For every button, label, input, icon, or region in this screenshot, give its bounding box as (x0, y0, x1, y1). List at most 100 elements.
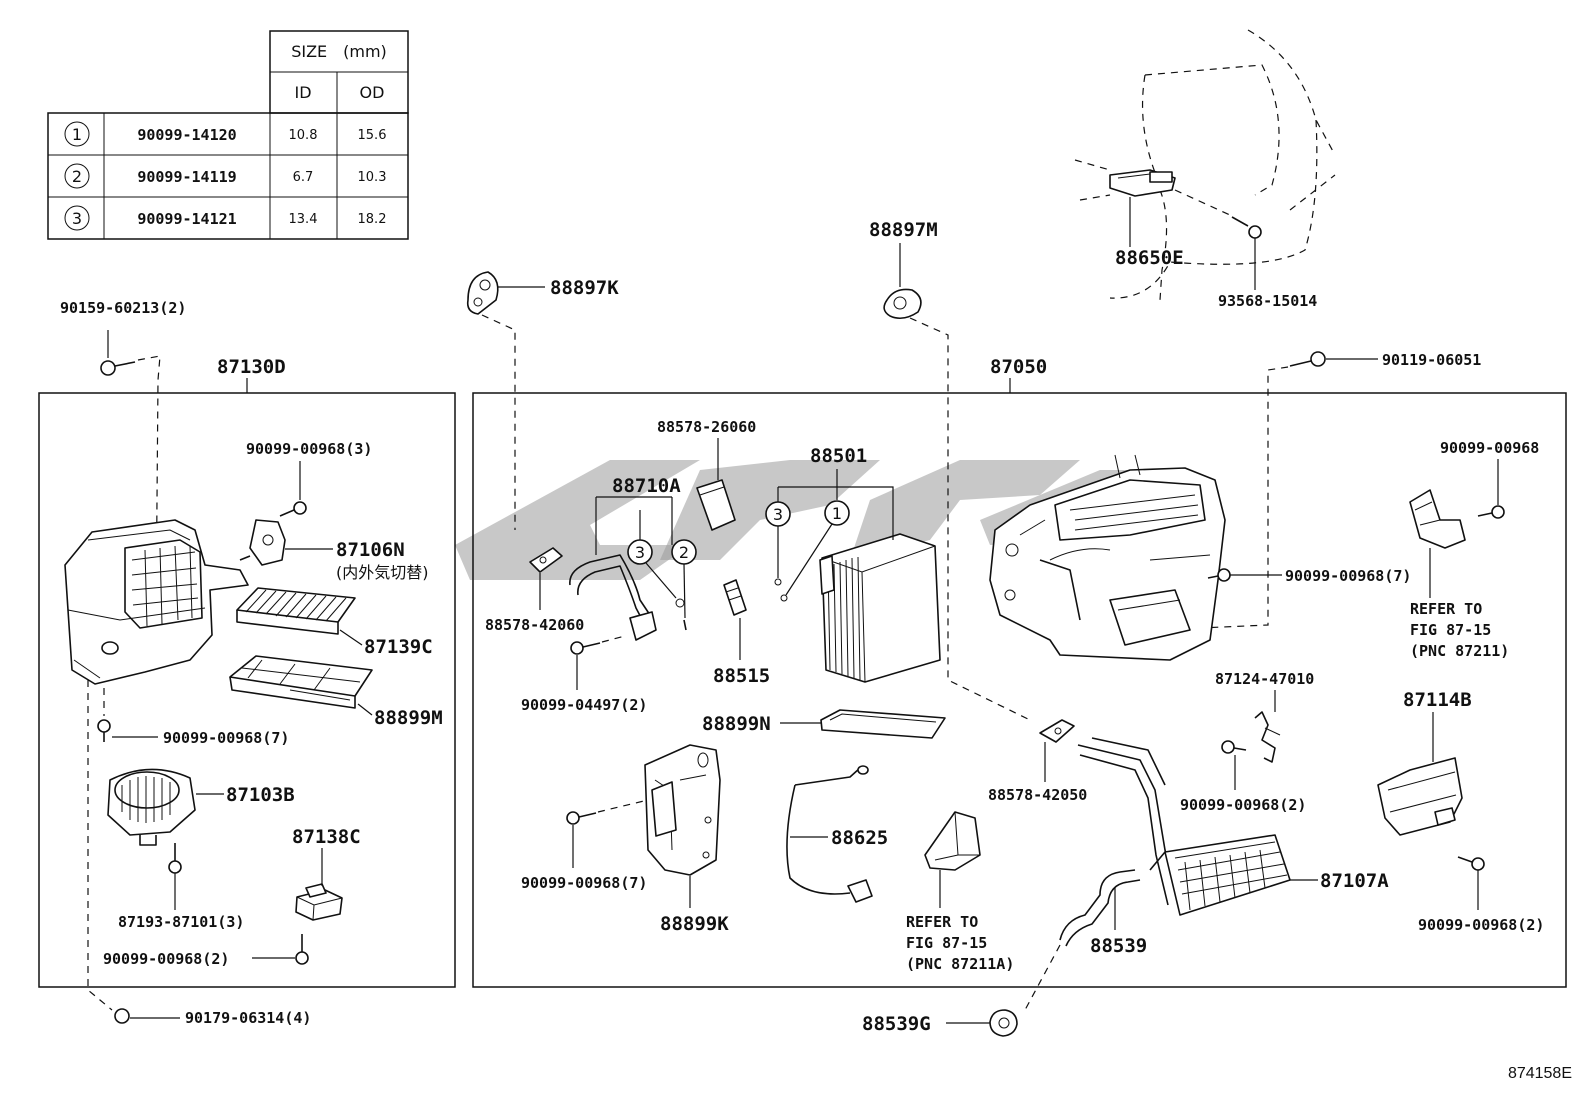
row-part: 90099-14119 (137, 168, 236, 186)
callout-refer-a-3: (PNC 87211A) (906, 955, 1014, 973)
marker-1-evap: 1 (780, 500, 850, 602)
callout-88539G: 88539G (862, 1013, 931, 1035)
group-box-87050 (472, 392, 1567, 988)
screw-90099-00968-7-right (1207, 568, 1282, 582)
screw-87193-87101 (168, 843, 182, 910)
marker-3-pipe: 3 (627, 539, 677, 599)
callout-88899N: 88899N (702, 713, 771, 735)
callout-90099-00968-2-right: 90099-00968(2) (1418, 916, 1544, 934)
table-row: 1 90099-14120 10.8 15.6 (64, 121, 387, 147)
callout-87139C: 87139C (364, 636, 433, 658)
size-table-col-id: ID (294, 83, 311, 102)
callout-90099-00968-7-left: 90099-00968(7) (163, 729, 289, 747)
callout-90099-00968-2-mid: 90099-00968(2) (1180, 796, 1306, 814)
filter-87139C-drawing (236, 587, 356, 635)
heater-core-87107A-drawing (1077, 737, 1318, 916)
nut-90179-06314 (87, 680, 180, 1024)
row-part: 90099-14120 (137, 126, 236, 144)
row-key: 3 (72, 209, 82, 228)
duct-refer-b-drawing (1409, 489, 1466, 598)
callout-refer-a-2: FIG 87-15 (906, 934, 987, 952)
blower-housing-drawing (64, 519, 249, 685)
bolt-90119-06051 (1199, 351, 1378, 629)
row-key: 1 (72, 125, 82, 144)
callout-90099-00968-7-right: 90099-00968(7) (1285, 567, 1411, 585)
screw-90099-00968-2-left (252, 934, 309, 965)
callout-90119-06051: 90119-06051 (1382, 351, 1481, 369)
screw-90099-04497 (570, 635, 626, 690)
hvac-unit-drawing (989, 454, 1226, 661)
callout-90099-00968-right: 90099-00968 (1440, 439, 1539, 457)
screw-90099-00968-2-right (1457, 856, 1485, 910)
row-od: 18.2 (358, 212, 387, 227)
grommet-88897K-drawing (466, 271, 545, 530)
group-87050: 87050 90119-06051 88578-26060 88710A (472, 351, 1567, 1011)
figure-id: 874158E (1508, 1065, 1572, 1082)
row-key: 2 (72, 167, 82, 186)
callout-93568-15014: 93568-15014 (1218, 292, 1317, 310)
screw-90099-00968-right (1477, 459, 1505, 519)
table-row: 2 90099-14119 6.7 10.3 (64, 163, 387, 189)
circle-marker (64, 163, 90, 189)
callout-90159-60213: 90159-60213(2) (60, 299, 186, 317)
size-table-body (47, 112, 409, 240)
callout-87193-87101: 87193-87101(3) (118, 913, 244, 931)
size-table-col-od: OD (360, 83, 385, 102)
88650e-sensor-drawing (1109, 169, 1176, 197)
group-box-87130D (38, 392, 456, 988)
marker-text: 3 (635, 543, 645, 562)
callout-90099-00968-7-mid: 90099-00968(7) (521, 874, 647, 892)
callout-88899K: 88899K (660, 913, 729, 935)
callout-90099-00968-2-left: 90099-00968(2) (103, 950, 229, 968)
grommet-88578-42060-drawing (529, 547, 563, 610)
tray-88899N-drawing (780, 709, 946, 739)
callout-88710A: 88710A (612, 475, 681, 497)
callout-87124-47010: 87124-47010 (1215, 670, 1314, 688)
table-row: 3 90099-14121 13.4 18.2 (64, 205, 387, 231)
callout-88625: 88625 (831, 827, 888, 849)
row-od: 15.6 (358, 128, 387, 143)
row-od: 10.3 (358, 170, 387, 185)
circle-marker (64, 121, 90, 147)
callout-90179-06314: 90179-06314(4) (185, 1009, 311, 1027)
callout-refer-b-2: FIG 87-15 (1410, 621, 1491, 639)
row-id: 6.7 (293, 170, 314, 185)
callout-87138C: 87138C (292, 826, 361, 848)
filter-case-88899M-drawing (229, 655, 373, 709)
callout-88578-42050: 88578-42050 (988, 786, 1087, 804)
row-id: 13.4 (289, 212, 318, 227)
case-88899K-drawing (644, 744, 721, 908)
marker-text: 2 (679, 543, 689, 562)
evaporator-88501-drawing (819, 533, 941, 683)
row-id: 10.8 (289, 128, 318, 143)
actuator-87106N-drawing (239, 519, 286, 566)
size-table-header: SIZE (mm) (291, 42, 387, 61)
cap-88578-26060-drawing (696, 438, 736, 531)
marker-2-pipe: 2 (671, 539, 697, 619)
callout-88650E: 88650E (1115, 247, 1184, 269)
marker-text: 1 (832, 504, 842, 523)
callout-88578-26060: 88578-26060 (657, 418, 756, 436)
callout-87103B: 87103B (226, 784, 295, 806)
callout-88501: 88501 (810, 445, 867, 467)
callout-87106N-note: (内外気切替) (336, 563, 429, 582)
screw-90099-00968-7-left (97, 719, 158, 742)
row-part: 90099-14121 (137, 210, 236, 228)
93568-screw-drawing (1174, 189, 1262, 239)
callout-refer-a-1: REFER TO (906, 913, 978, 931)
duct-refer-a-drawing (924, 811, 981, 908)
callout-88897M: 88897M (869, 219, 938, 241)
callout-90099-00968-3: 90099-00968(3) (246, 440, 372, 458)
resistor-87138C-drawing (295, 883, 343, 921)
screw-90159-60213 (100, 330, 161, 621)
callout-87106N: 87106N (336, 539, 405, 561)
grommet-88539G (946, 1009, 1018, 1037)
grommet-88578-42050-drawing (1039, 719, 1075, 782)
callout-87050: 87050 (990, 356, 1047, 378)
callout-90099-04497: 90099-04497(2) (521, 696, 647, 714)
marker-3-evap: 3 (765, 501, 791, 586)
hose-88539-drawing (1024, 869, 1141, 1011)
vehicle-sketch: 88650E 93568-15014 (1074, 29, 1336, 310)
